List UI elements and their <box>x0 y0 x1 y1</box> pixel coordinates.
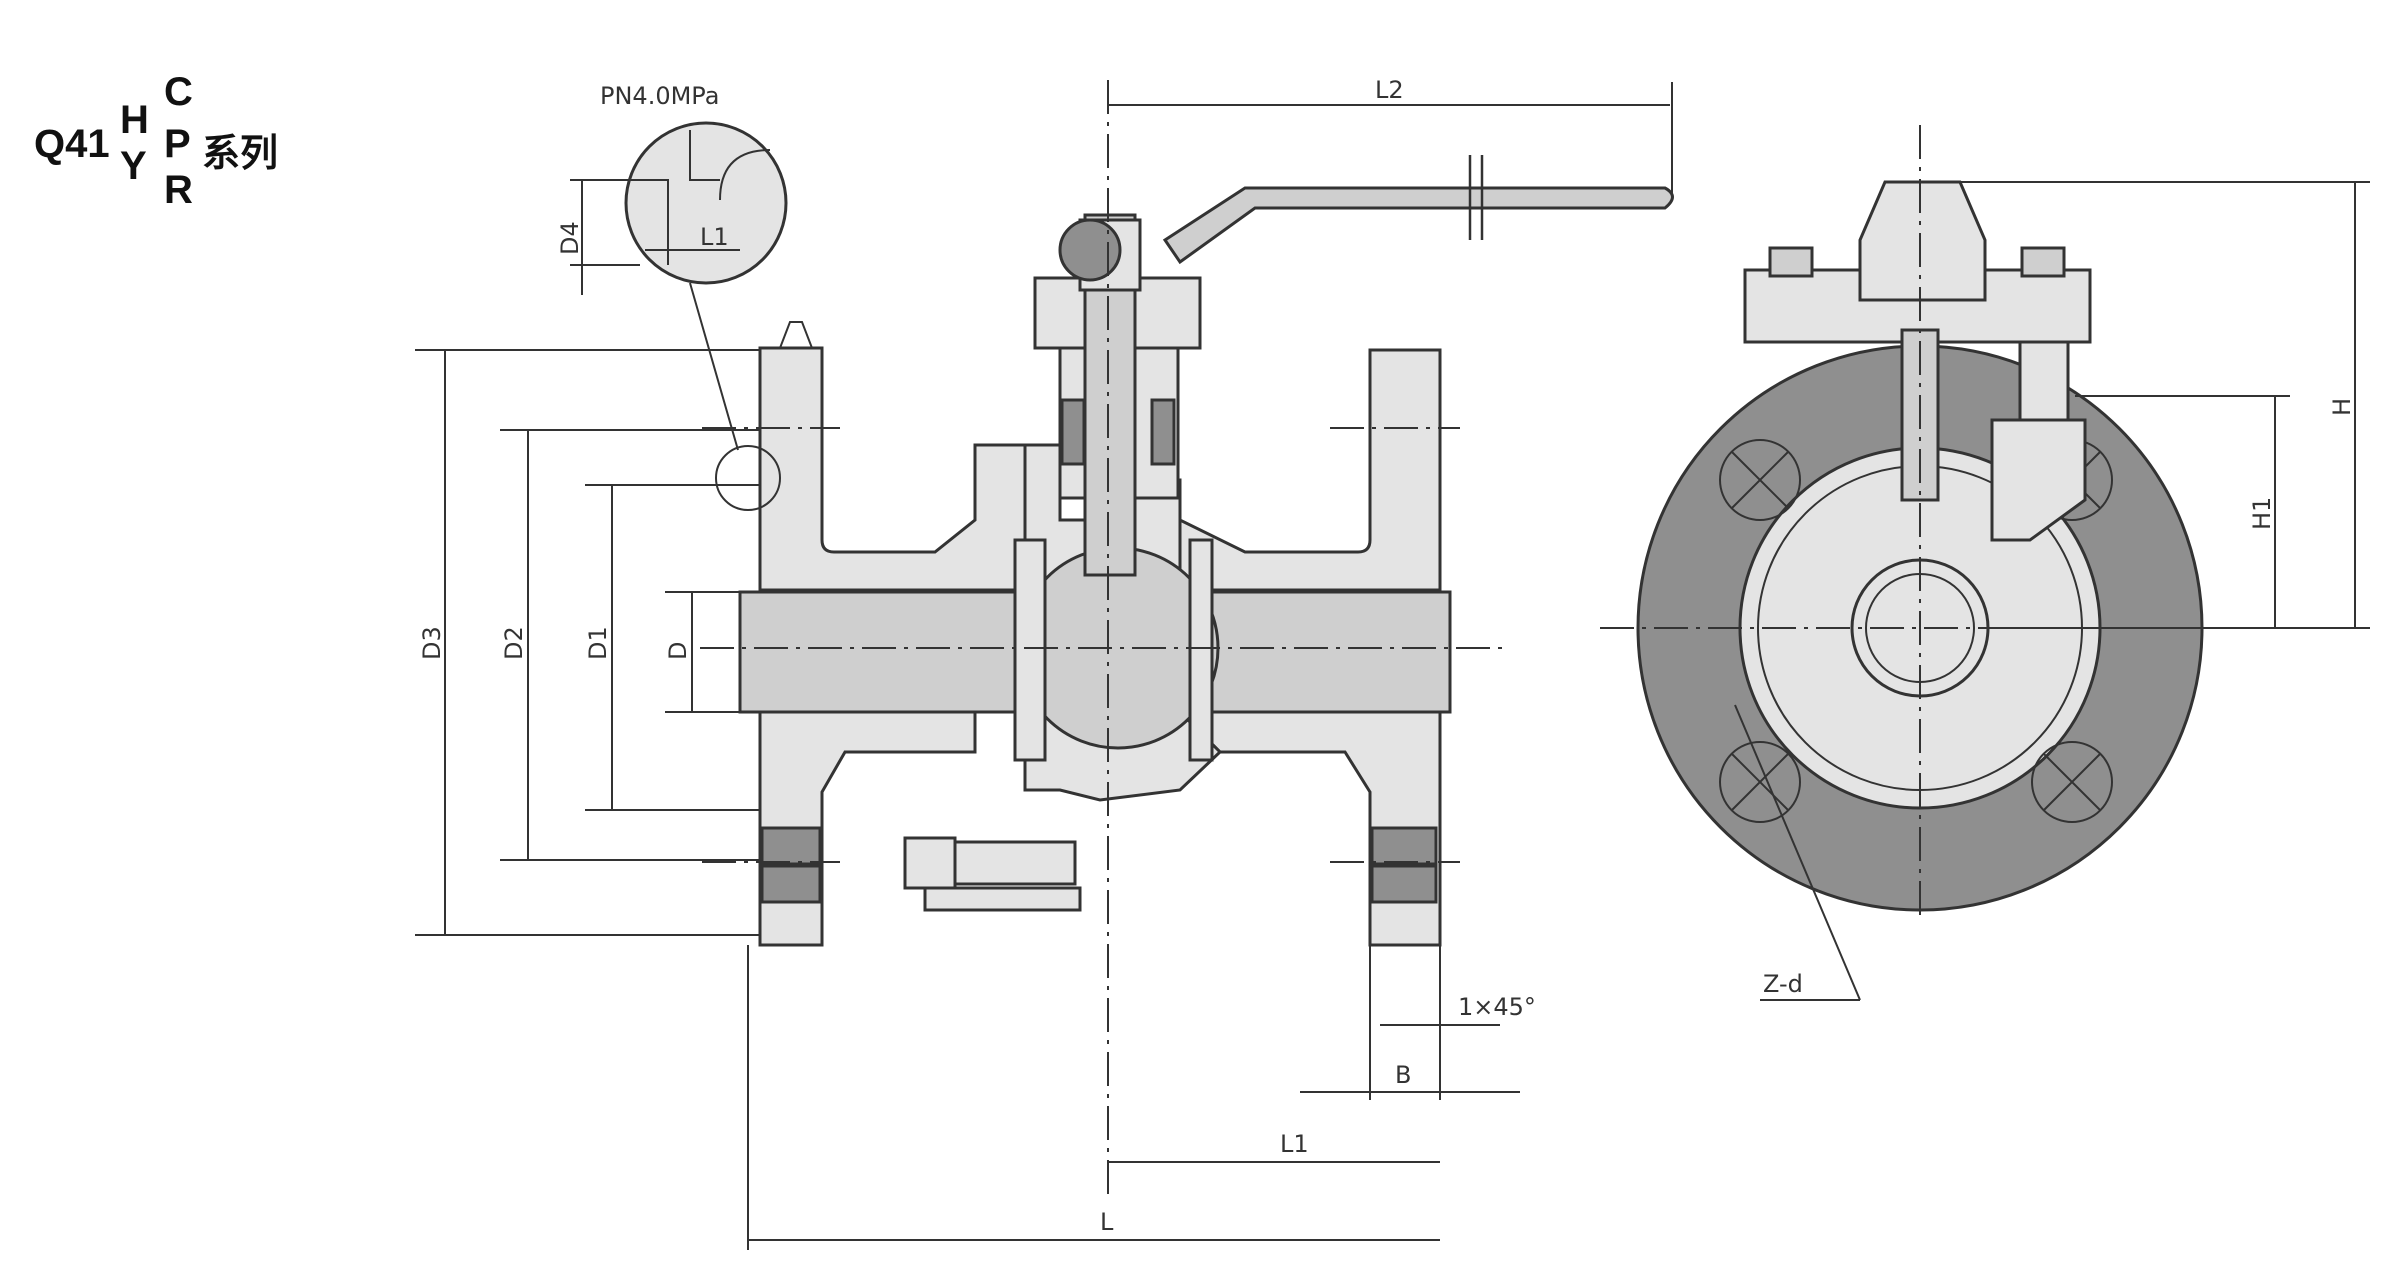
side-dimensions: L2 D3 D2 D1 D 1×45° B L1 <box>415 76 1673 1250</box>
bolt-hole-top-left <box>1719 439 1801 521</box>
dim-Zd: Z-d <box>1763 970 1803 998</box>
dim-D2: D2 <box>500 626 528 660</box>
dim-B: B <box>1395 1061 1411 1089</box>
left-flange-bolt-shade <box>760 826 822 866</box>
dim-L2: L2 <box>1375 76 1404 104</box>
series-suffix: 系列 <box>202 131 279 175</box>
dim-L1: L1 <box>1280 1130 1309 1158</box>
detail-circle <box>624 121 788 285</box>
dim-H1: H1 <box>2248 497 2276 530</box>
series-h: H <box>120 98 149 142</box>
packing-left <box>1060 398 1086 466</box>
seat-right <box>1188 538 1214 762</box>
drain-plug-base <box>923 886 1082 912</box>
detail-leader <box>689 282 739 451</box>
dim-D3: D3 <box>418 626 446 660</box>
end-bonnet-section <box>1990 418 2087 542</box>
drain-plug-body <box>953 840 1077 886</box>
dim-D1: D1 <box>584 626 612 660</box>
series-r: R <box>164 168 193 212</box>
series-p: P <box>164 122 191 166</box>
dim-H: H <box>2328 398 2356 416</box>
handle-hub <box>1058 218 1122 282</box>
bolt-hole-bottom-left <box>1719 741 1801 823</box>
right-flange-bolt-shade <box>1370 826 1438 866</box>
detail-view: PN4.0MPa D4 L1 <box>556 82 788 511</box>
Zd-leader <box>1734 704 1861 1001</box>
packing-right <box>1150 398 1176 466</box>
dim-chamfer: 1×45° <box>1458 993 1536 1021</box>
series-c: C <box>164 70 193 114</box>
seat-left <box>1013 538 1047 762</box>
series-y: Y <box>120 144 147 188</box>
series-title: Q41 C H P Y R 系列 <box>34 70 294 212</box>
handle-lever <box>1162 186 1674 265</box>
end-gland-stud <box>2018 340 2070 434</box>
left-flange-bolt-shade-2 <box>760 864 822 904</box>
right-flange <box>1176 348 1442 947</box>
lifting-lug <box>779 321 813 349</box>
dim-D: D <box>664 642 692 660</box>
dim-L1-detail: L1 <box>700 223 729 251</box>
detail-reference-circle <box>715 445 781 511</box>
side-view <box>700 80 1674 1200</box>
bolt-hole-bottom-right <box>2031 741 2113 823</box>
series-prefix: Q41 <box>34 122 110 166</box>
detail-label: PN4.0MPa <box>600 82 719 110</box>
end-gland-nut-left <box>1768 246 1814 278</box>
dim-D4: D4 <box>556 221 584 255</box>
right-flange-bolt-shade-2 <box>1370 864 1438 904</box>
end-gland-nut-right <box>2020 246 2066 278</box>
drain-plug-head <box>903 836 957 890</box>
end-stem-top <box>1858 180 1987 302</box>
end-view: Z-d H H1 <box>1600 125 2370 1001</box>
dim-L: L <box>1100 1208 1114 1236</box>
